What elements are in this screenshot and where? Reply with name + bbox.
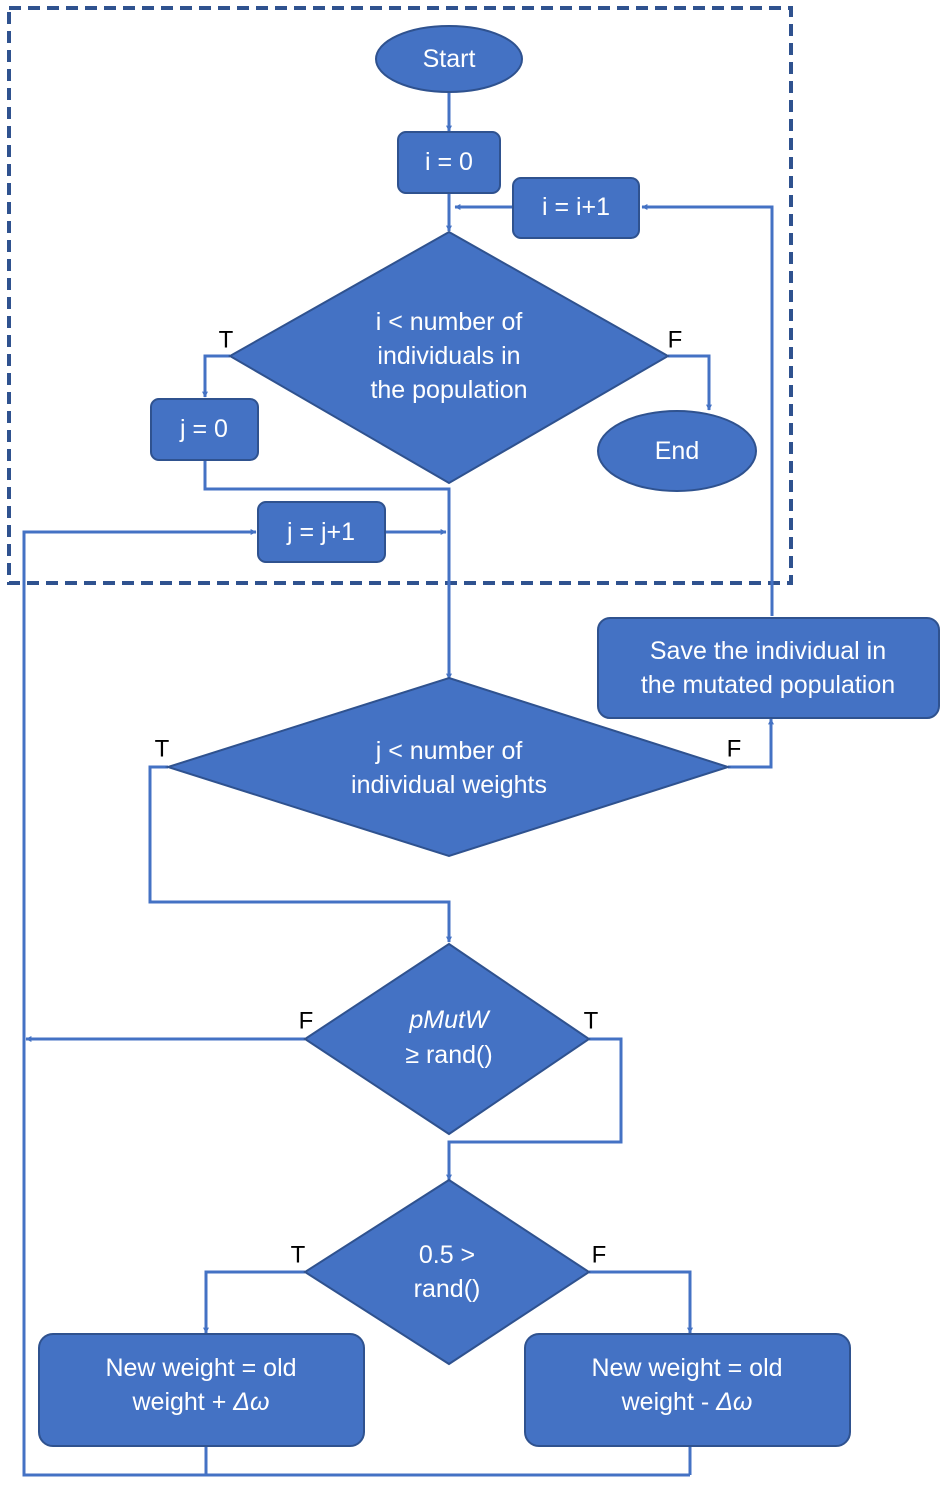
- population-condition-line-3: the population: [370, 376, 527, 404]
- save-individual-line-1: Save the individual in: [650, 637, 886, 665]
- end-label: End: [655, 437, 699, 465]
- weights-condition-line-1: j < number of: [375, 737, 523, 765]
- branch-label-false: F: [727, 736, 742, 763]
- direction-condition-line-2: rand(): [414, 1275, 481, 1303]
- branch-label-true: T: [219, 327, 234, 354]
- save-individual-node: Save the individual in the mutated popul…: [597, 617, 940, 719]
- branch-label-false: F: [299, 1008, 314, 1035]
- outer-loop-frame: [7, 6, 793, 585]
- init-j-label: j = 0: [179, 415, 228, 443]
- init-i-label: i = 0: [425, 148, 473, 176]
- weight-plus-line-1: New weight = old: [105, 1354, 296, 1382]
- weight-minus-node: New weight = old weight - Δω: [524, 1333, 851, 1447]
- weight-minus-line-2: weight - Δω: [621, 1388, 753, 1416]
- increment-i-label: i = i+1: [542, 193, 610, 221]
- weight-minus-prefix: weight -: [621, 1388, 716, 1416]
- start-node: Start: [375, 25, 523, 93]
- branch-label-true: T: [291, 1242, 306, 1269]
- delta-omega-symbol: Δω: [715, 1388, 752, 1416]
- init-i-node: i = 0: [397, 131, 501, 194]
- mutation-probability-condition-node: pMutW ≥ rand(): [303, 942, 591, 1136]
- direction-condition-node: 0.5 > rand(): [303, 1178, 591, 1366]
- branch-label-true: T: [155, 736, 170, 763]
- direction-condition-line-1: 0.5 >: [419, 1241, 475, 1269]
- branch-label-false: F: [592, 1242, 607, 1269]
- population-condition-node: i < number of individuals in the populat…: [227, 230, 671, 485]
- mutation-probability-line-2: ≥ rand(): [405, 1041, 492, 1069]
- weight-minus-line-1: New weight = old: [591, 1354, 782, 1382]
- end-node: End: [597, 410, 757, 492]
- weight-plus-line-2: weight + Δω: [131, 1388, 269, 1416]
- init-j-node: j = 0: [150, 398, 259, 461]
- population-condition-line-2: individuals in: [377, 342, 520, 370]
- weights-condition-node: j < number of individual weights: [164, 676, 732, 858]
- branch-label-false: F: [668, 327, 683, 354]
- connectors: [22, 92, 774, 1477]
- weight-plus-node: New weight = old weight + Δω: [38, 1333, 365, 1447]
- delta-omega-symbol: Δω: [232, 1388, 269, 1416]
- population-condition-line-1: i < number of: [376, 308, 523, 336]
- save-individual-line-2: the mutated population: [641, 671, 895, 699]
- increment-i-node: i = i+1: [512, 177, 640, 239]
- mutation-probability-line-1: pMutW: [408, 1006, 491, 1034]
- branch-label-true: T: [584, 1008, 599, 1035]
- start-label: Start: [423, 45, 476, 73]
- increment-j-label: j = j+1: [286, 518, 355, 546]
- weights-condition-line-2: individual weights: [351, 771, 547, 799]
- weight-plus-prefix: weight +: [131, 1388, 233, 1416]
- increment-j-node: j = j+1: [257, 501, 386, 563]
